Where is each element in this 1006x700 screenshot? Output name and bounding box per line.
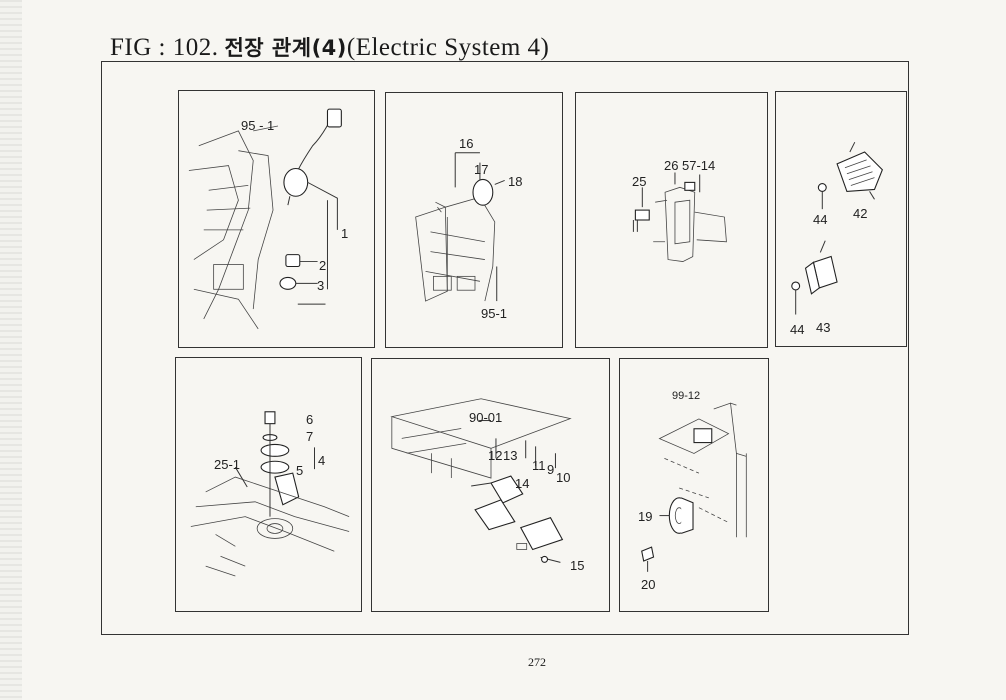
- callout-14: 14: [515, 476, 530, 491]
- title-korean: 전장 관계(4): [224, 36, 347, 60]
- diagram-panel-3: 26 57-14 25: [575, 92, 768, 348]
- callout-4: 4: [318, 453, 326, 468]
- diagram-panel-7: 99-12 19 20: [619, 358, 769, 612]
- callout-7: 7: [306, 429, 314, 444]
- callout-13: 13: [503, 448, 518, 463]
- callout-57-14: 57-14: [682, 158, 716, 173]
- callout-19: 19: [638, 509, 653, 524]
- callout-42: 42: [853, 206, 868, 221]
- panel-2-drawing: [415, 152, 505, 302]
- callout-12: 12: [488, 448, 503, 463]
- fig-label: FIG : 102.: [110, 34, 219, 61]
- callout-16: 16: [459, 136, 474, 151]
- diagram-panel-5: 6 7 25-1 4 5: [175, 357, 362, 612]
- callout-18: 18: [508, 174, 523, 189]
- callout-6: 6: [306, 412, 314, 427]
- callout-1: 1: [341, 226, 349, 241]
- title-english: (Electric System 4): [346, 34, 550, 61]
- callout-99-12: 99-12: [672, 390, 701, 402]
- callout-26: 26: [664, 158, 679, 173]
- panel-7-drawing: [641, 402, 747, 572]
- callout-2: 2: [319, 258, 327, 273]
- diagram-panel-2: 16 17 18 95-1: [385, 92, 563, 348]
- diagram-panel-4: 44 42 44 43: [775, 91, 907, 347]
- page-number: 272: [528, 655, 546, 669]
- binding-strip: [0, 0, 22, 700]
- panel-1-drawing: [188, 108, 342, 330]
- diagram-panel-1: 95 - 1 1 2 3: [178, 90, 375, 348]
- callout-11: 11: [532, 458, 546, 473]
- figure-title: FIG : 102.전장 관계(4)(Electric System 4): [110, 32, 549, 62]
- panel-5-drawing: [190, 411, 350, 577]
- diagram-panel-6: 90-01 12 13 11 9 10 14 15: [371, 358, 610, 612]
- callout-25-1: 25-1: [214, 457, 241, 472]
- panel-3-drawing: [632, 172, 727, 262]
- callout-95-1: 95 - 1: [241, 118, 275, 133]
- callout-20: 20: [641, 577, 656, 592]
- callout-17: 17: [474, 162, 489, 177]
- callout-15: 15: [570, 558, 585, 573]
- figure-frame: [101, 61, 909, 635]
- callout-9: 9: [547, 462, 555, 477]
- callout-3: 3: [317, 278, 325, 293]
- callout-10: 10: [556, 470, 571, 485]
- panel-6-drawing: [390, 398, 572, 563]
- callout-5: 5: [296, 463, 304, 478]
- callout-43: 43: [816, 320, 831, 335]
- panel-4-drawing: [791, 141, 883, 315]
- callout-90-01: 90-01: [469, 410, 503, 425]
- callout-44-bottom: 44: [790, 322, 805, 337]
- callout-25: 25: [632, 174, 647, 189]
- callout-95-1-b: 95-1: [481, 306, 508, 321]
- callout-44-top: 44: [813, 212, 828, 227]
